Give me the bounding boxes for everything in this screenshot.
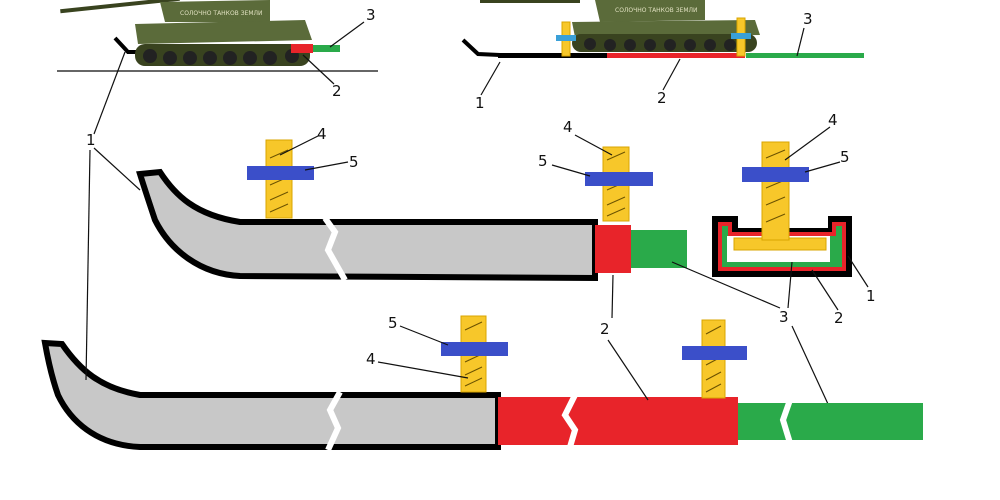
gun-barrel-left	[60, 0, 180, 14]
ski-bottom: 5 4 2	[41, 274, 923, 452]
leader-2-section	[811, 269, 839, 311]
break-mark-bottom	[325, 390, 343, 452]
road-wheels-right	[584, 38, 736, 51]
label-4-section: 4	[828, 111, 838, 129]
label-3-shared: 3	[779, 308, 789, 326]
label-3-top-right: 3	[803, 10, 813, 28]
leader-4-section	[784, 126, 831, 161]
break-mark-bottom-green	[779, 399, 793, 444]
leader-5-section	[804, 161, 841, 173]
leader-1-to-bottom-ski	[85, 149, 91, 381]
label-5-clamp-3: 5	[388, 314, 398, 332]
leader-1-section	[847, 255, 869, 288]
ski-body-bottom	[41, 339, 501, 450]
leader-3-to-bottom-green	[791, 325, 829, 405]
break-mark-middle	[322, 216, 348, 282]
clamp-small-right-1	[556, 35, 576, 41]
label-4-bolt-1: 4	[317, 125, 327, 143]
clamp-2	[585, 172, 653, 186]
hull-left	[135, 20, 312, 44]
leader-1-top-right	[480, 61, 501, 96]
red-coupling-bottom	[498, 397, 738, 445]
cross-section: 4 5 1 2 3	[671, 111, 876, 405]
bolt-4-thread	[705, 325, 722, 393]
hull-right	[572, 20, 760, 37]
section-clamp	[742, 167, 809, 182]
label-1-section: 1	[866, 287, 876, 305]
label-1-shared: 1	[86, 131, 96, 149]
leader-4-bolt-3	[377, 361, 469, 379]
leader-4-bolt-2	[574, 134, 613, 156]
green-tail-middle	[631, 230, 687, 268]
turret-right	[595, 0, 705, 22]
leader-5-clamp-3	[399, 325, 449, 346]
green-part-small-left	[313, 45, 340, 52]
ski-tip-small-right	[461, 38, 501, 57]
label-1-shared-group: 1	[85, 51, 141, 381]
red-part-small-right	[607, 53, 745, 58]
break-mark-bottom-red	[561, 393, 579, 448]
label-2-shared: 2	[600, 320, 610, 338]
clamp-small-right-2	[731, 33, 751, 39]
bolt-2-thread	[606, 151, 626, 217]
leader-2-top-left	[302, 54, 335, 85]
leader-1-to-middle-ski	[93, 147, 141, 191]
clamp-4	[682, 346, 747, 360]
red-part-small-left	[291, 44, 313, 53]
label-3-top-left: 3	[366, 6, 376, 24]
label-2-top-left: 2	[332, 82, 342, 100]
label-2-section: 2	[834, 309, 844, 327]
label-5-clamp-1: 5	[349, 153, 359, 171]
label-4-bolt-3: 4	[366, 350, 376, 368]
label-2-top-right: 2	[657, 89, 667, 107]
clamp-3	[441, 342, 508, 356]
leader-2-to-middle-red	[611, 274, 614, 319]
tracks-left	[135, 44, 310, 66]
black-ski-small-right	[498, 53, 608, 58]
leader-2-top-right	[662, 58, 681, 91]
tank-inscription-left: СОЛОЧНО ТАНКОВ ЗЕМЛИ	[180, 10, 263, 17]
label-5-section: 5	[840, 148, 850, 166]
ski-middle: 4 5 4 5	[136, 118, 687, 282]
tank-sketch-right: СОЛОЧНО ТАНКОВ ЗЕМЛИ 3 2 1	[461, 0, 864, 112]
turret-left	[160, 0, 270, 22]
gun-barrel-right	[480, 0, 580, 3]
leader-2-to-bottom-red	[607, 339, 649, 401]
green-part-small-right	[746, 53, 864, 58]
tank-inscription-right: СОЛОЧНО ТАНКОВ ЗЕМЛИ	[615, 7, 698, 14]
ski-body-middle	[136, 168, 598, 282]
red-coupling-middle	[595, 225, 631, 273]
leader-3-top-left	[329, 21, 365, 48]
leader-5-clamp-2	[551, 164, 591, 177]
label-1-top-right: 1	[475, 94, 485, 112]
leader-5-clamp-1	[304, 161, 349, 171]
leader-3-top-right	[796, 27, 805, 57]
clamp-1	[247, 166, 314, 180]
leader-4-bolt-1	[279, 135, 319, 156]
green-tail-bottom	[738, 403, 923, 440]
road-wheels-left	[143, 49, 299, 65]
section-bolt-shaft	[761, 141, 790, 241]
leader-3-to-middle-green	[671, 261, 781, 309]
tank-sketch-left: СОЛОЧНО ТАНКОВ ЗЕМЛИ 3 2	[57, 0, 378, 100]
label-5-clamp-2: 5	[538, 152, 548, 170]
label-4-bolt-2: 4	[563, 118, 573, 136]
leader-1-to-top-left	[93, 51, 126, 135]
leader-3-to-section-green	[787, 261, 793, 309]
